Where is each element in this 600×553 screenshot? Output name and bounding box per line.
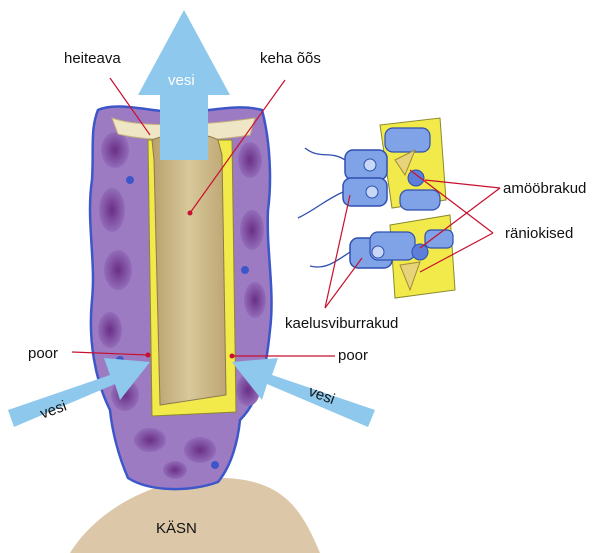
collar-cell-lower (309, 229, 454, 292)
right-vesi-label: vesi (306, 383, 337, 408)
raniokised-label: räniokised (505, 225, 573, 242)
left-water-arrow: vesi (8, 358, 150, 427)
poor-left-label: poor (28, 345, 58, 362)
tissue-pattern (98, 132, 266, 479)
cell-detail-illustration (297, 117, 456, 299)
top-vesi-label: vesi (168, 72, 195, 89)
amoobrakud-label: amööbrakud (503, 180, 586, 197)
keha-oos-label: keha õõs (260, 50, 321, 67)
kasn-label: KÄSN (156, 520, 197, 537)
collar-cell-upper (297, 127, 441, 219)
leader-lines (71, 77, 501, 357)
kaelusviburrakud-label: kaelusviburrakud (285, 315, 398, 332)
central-cavity (151, 133, 227, 406)
top-water-arrow: vesi (138, 10, 230, 160)
heiteava-label: heiteava (64, 50, 121, 67)
substrate (70, 477, 320, 553)
poor-right-label: poor (338, 347, 368, 364)
